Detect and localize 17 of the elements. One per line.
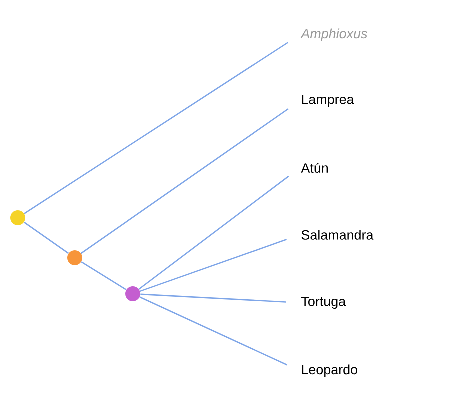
branch-line — [24, 42, 289, 214]
branch-line — [140, 294, 286, 303]
species-label: Salamandra — [302, 230, 374, 240]
branch-line — [24, 222, 70, 254]
branch-dot — [68, 250, 82, 266]
species-label: Leopardo — [302, 364, 358, 378]
branch-line — [140, 239, 288, 292]
species-label: Lamprea — [302, 94, 354, 108]
branch-dot — [10, 210, 26, 226]
branch-line — [138, 176, 290, 290]
species-label: Atún — [301, 162, 328, 173]
species-label: Amphioxus — [300, 28, 368, 42]
branch-line — [80, 108, 289, 254]
branch-line — [140, 296, 288, 366]
branch-line — [81, 262, 127, 290]
branch-dot — [126, 286, 140, 302]
species-label: Tortuga — [302, 296, 346, 310]
